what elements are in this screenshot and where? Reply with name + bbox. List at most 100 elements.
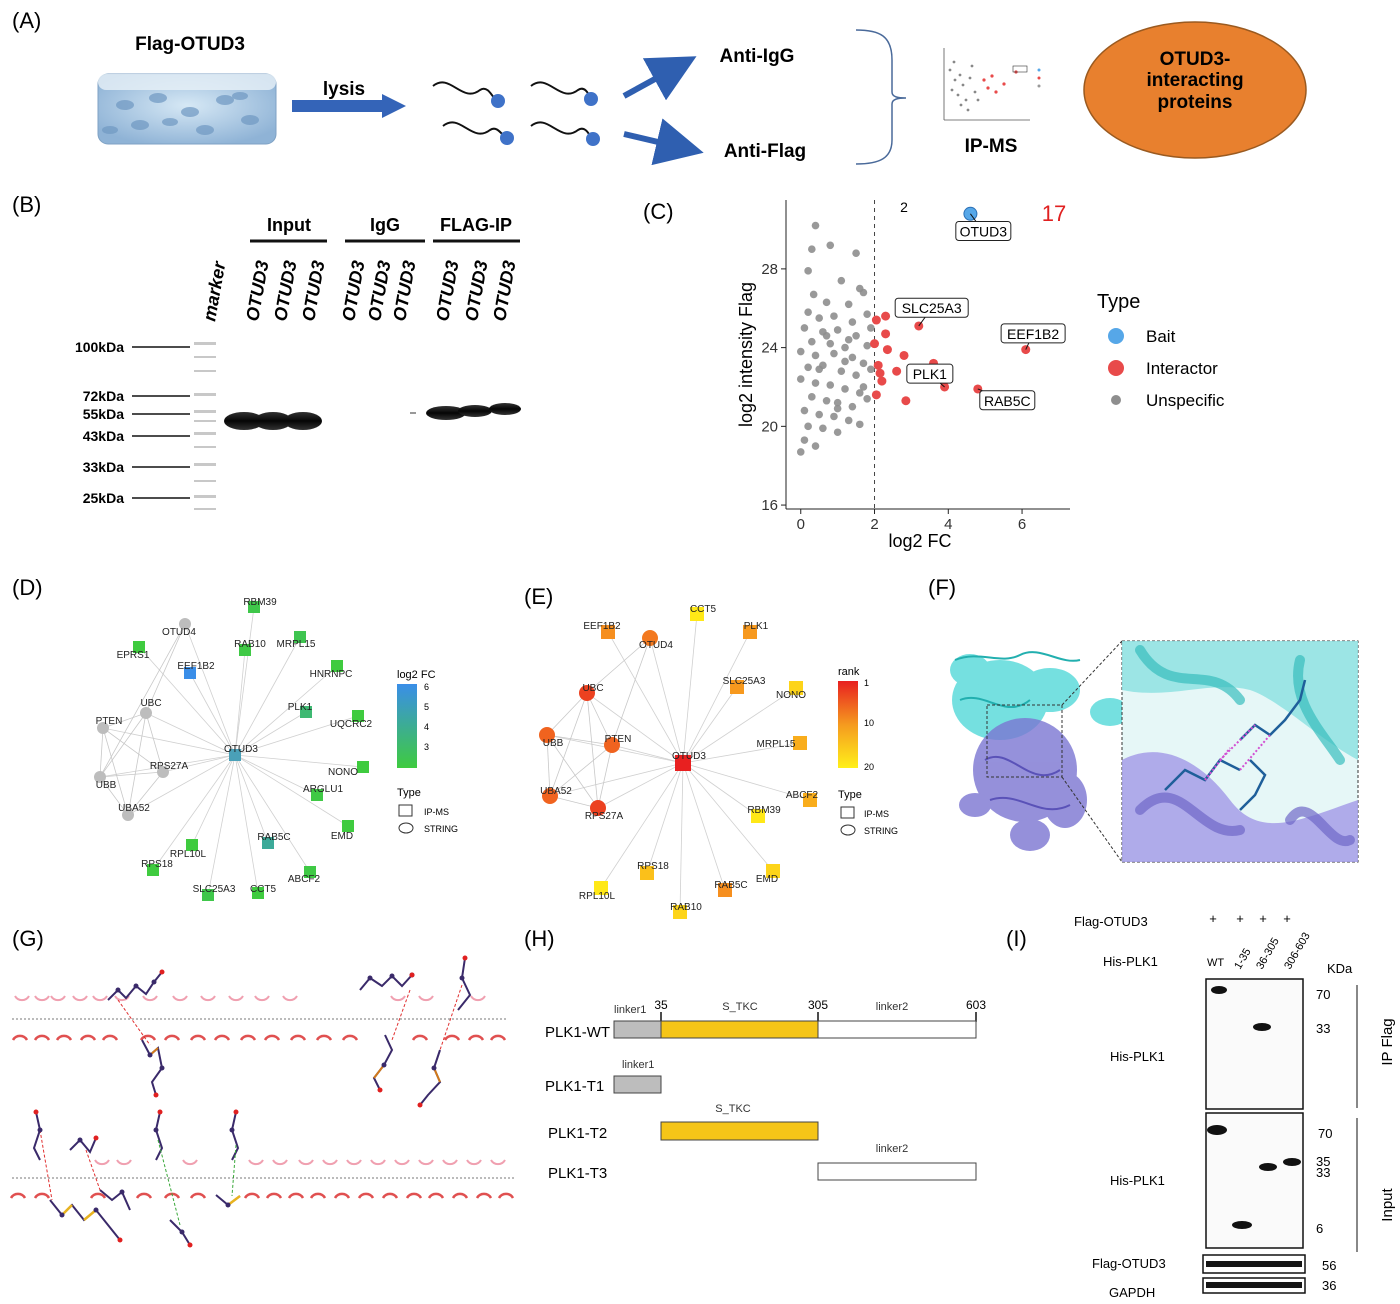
plus-4: + (1283, 911, 1291, 926)
unspecific-point-32 (867, 365, 875, 374)
t2-stkc-label: S_TKC (715, 1103, 751, 1115)
arcsBotLower-arc-13 (405, 1192, 423, 1199)
node-ABCF2 (304, 866, 316, 878)
unspecific-point-1 (826, 241, 835, 250)
arcsTopLower-arc-6 (163, 1034, 181, 1041)
t1-linker1-box (613, 1075, 662, 1094)
x-tick-label-4: 4 (944, 516, 952, 533)
node-UBC (140, 707, 152, 719)
unspecific-point-43 (800, 406, 809, 415)
edge-UBC-OTUD4 (145, 623, 186, 714)
unspecific-point-11 (815, 314, 823, 322)
edge-e-otud3-EEF1B2 (607, 631, 684, 764)
edge-e-otud3-OTUD4 (649, 637, 684, 764)
edge-e-UBA52-RPS27A (549, 795, 599, 809)
unspecific-point-41 (848, 402, 857, 411)
pos-603: 603 (966, 998, 986, 1012)
node-label-RBM39: RBM39 (243, 597, 277, 608)
rank-tick-20: 20 (864, 762, 874, 772)
his-plk1-row: His-PLK1 (1103, 954, 1158, 969)
y-tick-label-24: 24 (761, 340, 778, 357)
t2-stkc-box (660, 1121, 819, 1141)
node-e-UBB (539, 727, 555, 743)
panel-b-label: (B) (12, 192, 41, 217)
node-RPS27A (157, 766, 169, 778)
unspecific-point-47 (804, 422, 812, 431)
arcsTopLower-arc-16 (467, 1034, 485, 1041)
edge-e-otud3-RPS27A (597, 762, 684, 809)
node-e-label-EEF1B2: EEF1B2 (583, 621, 621, 632)
lane-label-7: OTUD3 (432, 259, 462, 323)
unspecific-point-3 (852, 249, 860, 257)
unspecific-point-12 (830, 312, 838, 320)
legend-label-interactor: Interactor (1146, 359, 1218, 378)
edge-e-UBC-PTEN (586, 692, 613, 746)
node-RBM39 (248, 601, 260, 613)
fc-color-scale (397, 684, 417, 768)
edge-otud3-UBA52 (127, 754, 236, 816)
edge-otud3-RAB10 (234, 649, 246, 756)
edge-otud3-RPS27A (162, 754, 236, 773)
marker-ladder (194, 342, 216, 510)
arcsBotUpper-arc-9 (394, 1159, 410, 1166)
count-interactors: 17 (1042, 201, 1066, 226)
node-label-PLK1: PLK1 (288, 702, 313, 713)
node-e-RBM39 (751, 809, 765, 823)
node-label-NONO: NONO (328, 767, 358, 778)
fc-tick-4: 4 (424, 722, 429, 732)
node-e-NONO (789, 681, 803, 695)
x-tick-label-6: 6 (1018, 516, 1026, 533)
node-e-ABCF2 (803, 793, 817, 807)
ip-flag-side-label: IP Flag (1379, 1018, 1396, 1065)
label-box-SLC25A3 (894, 297, 969, 318)
arcsTopUpper-arc-3 (72, 995, 88, 1002)
node-e-label-PLK1: PLK1 (744, 621, 769, 632)
flag-blot-label: Flag-OTUD3 (1092, 1256, 1166, 1271)
lane-label-8: OTUD3 (461, 259, 491, 323)
arcsBotUpper-arc-7 (346, 1159, 362, 1166)
lane-label-4: OTUD3 (338, 259, 368, 323)
legend-swatch-bait (1108, 328, 1124, 344)
arcsTopUpper-arc-2 (50, 995, 66, 1002)
unspecific-point-61 (844, 335, 853, 344)
node-e-label-RAB5C: RAB5C (714, 880, 747, 891)
edge-otud3-UQCRC2 (234, 715, 359, 756)
y-tick-label-20: 20 (761, 418, 778, 435)
edge-e-PTEN-OTUD4 (611, 637, 651, 746)
edge-UBB-UBA52 (99, 776, 129, 816)
type-title-e: Type (838, 789, 862, 801)
node-label-RPS27A: RPS27A (150, 761, 189, 772)
row-plk1-wt: PLK1-WT (545, 1024, 610, 1041)
ip-mw-70: 70 (1316, 987, 1330, 1002)
node-label-SLC25A3: SLC25A3 (193, 884, 236, 895)
arcsTopLower-arc-1 (33, 1034, 51, 1041)
node-label-UBC: UBC (140, 698, 161, 709)
ip-blot-label: His-PLK1 (1110, 1049, 1165, 1064)
mw-72kDa: 72kDa (83, 388, 124, 404)
panel-e-label: (E) (524, 584, 553, 609)
arcsBotLower-arc-11 (357, 1192, 375, 1199)
lysis-arrow (292, 94, 406, 118)
interactor-point-6 (899, 350, 909, 360)
unspecific-point-14 (867, 324, 875, 332)
unspecific-point-58 (833, 404, 842, 413)
edge-PTEN-RPS27A (102, 727, 164, 773)
wt-linker1-label: linker1 (614, 1004, 646, 1016)
unspecific-point-0 (811, 221, 820, 230)
ligplot-top (11, 955, 508, 1108)
node-e-label-OTUD4: OTUD4 (639, 640, 673, 651)
group-input-label: Input (267, 215, 311, 235)
node-e-label-otud3-center: OTUD3 (672, 751, 706, 762)
arcsBotLower-arc-14 (427, 1192, 445, 1199)
arcsTopLower-arc-12 (315, 1034, 333, 1041)
wt-stkc-box (660, 1020, 819, 1039)
panel-c-label: (C) (643, 199, 674, 224)
arcsTopUpper-arc-11 (282, 995, 298, 1002)
wt-linker1-box (613, 1020, 662, 1039)
edge-otud3-EPRS1 (138, 646, 236, 756)
arcsBotLower-arc-12 (381, 1192, 399, 1199)
kda-header: KDa (1327, 961, 1353, 976)
